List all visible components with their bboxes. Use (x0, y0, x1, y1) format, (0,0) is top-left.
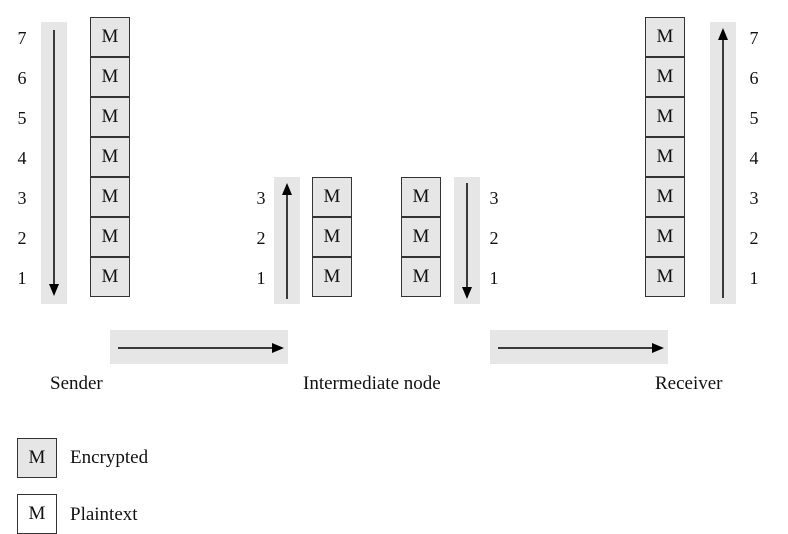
legend-plaintext-label: Plaintext (70, 504, 138, 525)
legend-encrypted-box: M (17, 438, 57, 478)
intermediate-node-label: Intermediate node (303, 373, 441, 394)
encrypted-box: M (90, 137, 130, 177)
layer-number: 2 (489, 228, 499, 248)
encrypted-box: M (90, 257, 130, 297)
layer-number: 3 (256, 188, 266, 208)
sender-down-arrow (49, 30, 59, 296)
sender-label: Sender (50, 373, 103, 394)
encrypted-box: M (90, 177, 130, 217)
intermediate-down-arrow (462, 183, 472, 299)
layer-number: 4 (17, 148, 27, 168)
encrypted-box: M (90, 97, 130, 137)
link-bar-2 (490, 330, 668, 364)
link-arrow-1 (118, 343, 284, 353)
layer-number: 2 (17, 228, 27, 248)
link-arrow-2 (498, 343, 664, 353)
encrypted-box: M (401, 177, 441, 217)
legend-encrypted-label: Encrypted (70, 447, 149, 468)
encrypted-box: M (645, 257, 685, 297)
layer-number: 2 (256, 228, 266, 248)
receiver-label: Receiver (655, 373, 723, 394)
layer-number: 1 (256, 268, 266, 288)
layer-number: 1 (749, 268, 759, 288)
encrypted-box: M (90, 57, 130, 97)
encrypted-box: M (90, 217, 130, 257)
encrypted-box: M (90, 17, 130, 57)
encrypted-box: M (645, 217, 685, 257)
layer-number: 3 (17, 188, 27, 208)
encrypted-box: M (312, 217, 352, 257)
encrypted-box: M (645, 137, 685, 177)
encrypted-box: M (645, 97, 685, 137)
encrypted-box: M (312, 177, 352, 217)
encrypted-box: M (401, 217, 441, 257)
layer-number: 4 (749, 148, 759, 168)
layer-number: 3 (749, 188, 759, 208)
encrypted-box: M (645, 17, 685, 57)
encrypted-box: M (401, 257, 441, 297)
layer-number: 1 (489, 268, 499, 288)
layer-number: 7 (17, 28, 27, 48)
encrypted-box: M (312, 257, 352, 297)
layer-number: 3 (489, 188, 499, 208)
encrypted-box: M (645, 177, 685, 217)
layer-number: 6 (749, 68, 759, 88)
layer-number: 6 (17, 68, 27, 88)
receiver-up-arrow (718, 28, 728, 298)
encrypted-box: M (645, 57, 685, 97)
layer-number: 5 (17, 108, 27, 128)
layer-number: 1 (17, 268, 27, 288)
link-bar-1 (110, 330, 288, 364)
layer-number: 7 (749, 28, 759, 48)
legend-plaintext-box: M (17, 494, 57, 534)
intermediate-up-arrow (282, 183, 292, 299)
layer-number: 5 (749, 108, 759, 128)
layer-number: 2 (749, 228, 759, 248)
